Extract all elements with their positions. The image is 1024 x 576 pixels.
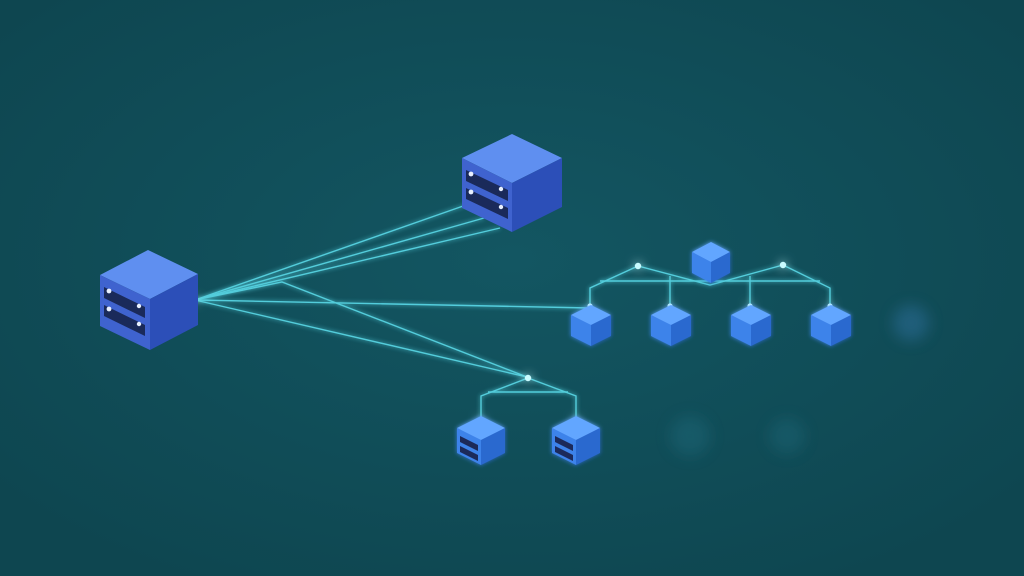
tree-upper-bus xyxy=(589,264,831,305)
faded-node-2 xyxy=(670,416,710,456)
hub-cube xyxy=(692,242,730,283)
server-rack-icon xyxy=(552,416,600,465)
cube-icon xyxy=(811,305,851,346)
leaf-cube-3 xyxy=(731,305,771,346)
cube-icon xyxy=(731,305,771,346)
link-main-to-hub xyxy=(194,299,591,309)
link-main-to-small-2 xyxy=(194,281,528,378)
junction-upper-right xyxy=(779,261,787,269)
link-main-to-upper-2 xyxy=(194,217,485,301)
small-server-1 xyxy=(457,416,505,465)
link-main-to-upper-3 xyxy=(194,227,501,301)
small-server-2 xyxy=(552,416,600,465)
leaf-cube-1 xyxy=(571,305,611,346)
upper-server xyxy=(462,134,562,232)
cube-icon xyxy=(651,305,691,346)
server-rack-icon xyxy=(100,250,198,350)
junction-upper-left xyxy=(634,262,642,270)
server-rack-icon xyxy=(462,134,562,232)
faded-nodes xyxy=(670,305,929,456)
main-server xyxy=(100,250,198,350)
cube-icon xyxy=(692,242,730,283)
junction-lower xyxy=(524,374,532,382)
server-rack-icon xyxy=(457,416,505,465)
faded-node-1 xyxy=(893,305,929,341)
link-main-to-upper-1 xyxy=(194,204,467,301)
leaf-cube-2 xyxy=(651,305,691,346)
faded-node-3 xyxy=(769,418,805,454)
leaf-cube-4 xyxy=(811,305,851,346)
cube-icon xyxy=(571,305,611,346)
link-main-to-small-1 xyxy=(194,299,528,378)
